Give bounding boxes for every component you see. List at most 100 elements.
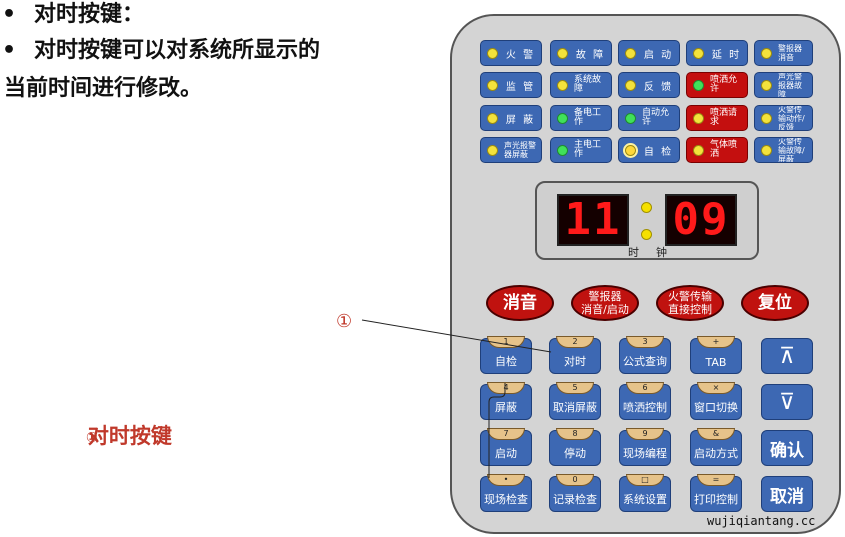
clock-minutes: 09 <box>665 194 737 246</box>
lamp-icon <box>693 47 704 59</box>
key-self-check[interactable]: 1 自检 <box>480 336 532 374</box>
down-arrow-icon: ⊽ <box>778 389 796 415</box>
indicator-transmit-fault: 火警传输故障/屏蔽 <box>754 137 813 163</box>
indicator-label: 启 动 <box>643 49 674 61</box>
indicator-label: 主电工作 <box>574 140 602 159</box>
watermark: wujiqiantang.cc <box>707 514 816 528</box>
down-arrow-button[interactable]: ⊽ <box>761 384 813 420</box>
up-arrow-icon: ⊼ <box>778 343 796 369</box>
bullet-description: 对时按键可以对系统所显示的 <box>34 38 321 63</box>
indicator-label: 警报器消音 <box>778 44 802 62</box>
key-number: 7 <box>487 428 525 440</box>
annotation-number: ① <box>336 311 353 332</box>
lamp-icon <box>625 47 636 59</box>
bullet-marker: • <box>2 38 17 63</box>
clock-colon-dot-bottom <box>641 229 652 240</box>
key-label: 自检 <box>495 355 517 368</box>
lamp-icon <box>557 144 568 156</box>
indicator-sounder-disable: 声光报警器屏蔽 <box>480 137 542 163</box>
key-number: 0 <box>556 474 594 486</box>
indicator-backup-power: 备电工作 <box>550 105 612 131</box>
lamp-icon <box>625 79 636 91</box>
key-number: 6 <box>626 382 664 394</box>
bullet-line-2: • 对时按键可以对系统所显示的 <box>0 36 320 66</box>
lamp-icon <box>761 47 772 59</box>
indicator-transmit-action: 火警传输动作/反馈 <box>754 105 813 131</box>
confirm-button[interactable]: 确认 <box>761 430 813 466</box>
key-label: 启动 <box>495 447 517 460</box>
indicator-feedback: 反 馈 <box>618 72 680 98</box>
key-tab[interactable]: +TAB <box>690 336 742 374</box>
key-record-check[interactable]: 0 记录检查 <box>549 474 601 512</box>
indicator-label: 声光报警器屏蔽 <box>504 141 536 159</box>
indicator-label: 火警传输故障/屏蔽 <box>778 137 805 163</box>
indicator-start: 启 动 <box>618 40 680 66</box>
key-label: 公式查询 <box>623 355 667 368</box>
indicator-delay: 延 时 <box>686 40 748 66</box>
key-label: 停动 <box>564 447 586 460</box>
key-label: 记录检查 <box>553 493 597 506</box>
bullet-title: 对时按键： <box>34 2 145 27</box>
key-start[interactable]: 7 启动 <box>480 428 532 466</box>
annotation-label-text: 对时按键 <box>87 424 172 448</box>
clock-label-hour: 时 <box>628 246 639 259</box>
bullet-continuation: 当前时间进行修改。 <box>4 76 203 101</box>
indicator-label: 气体喷洒 <box>710 140 738 159</box>
clock-label-minute: 钟 <box>656 246 667 259</box>
clock-hours: 11 <box>557 194 629 246</box>
lamp-icon <box>487 144 498 156</box>
key-number: 1 <box>487 336 525 348</box>
key-number: 5 <box>556 382 594 394</box>
key-label: 对时 <box>564 355 586 368</box>
key-number: 9 <box>626 428 664 440</box>
indicator-fire-alarm: 火 警 <box>480 40 542 66</box>
key-system-settings[interactable]: □系统设置 <box>619 474 671 512</box>
key-field-check[interactable]: •现场检查 <box>480 474 532 512</box>
key-start-mode[interactable]: &启动方式 <box>690 428 742 466</box>
key-number: 3 <box>626 336 664 348</box>
fire-transmit-control-button[interactable]: 火警传输 直接控制 <box>656 285 724 321</box>
indicator-gas-spray: 气体喷洒 <box>686 137 748 163</box>
indicator-label: 喷洒允许 <box>710 75 738 94</box>
indicator-label: 监 管 <box>505 81 536 93</box>
indicator-label: 喷洒请求 <box>710 108 738 127</box>
lamp-icon <box>487 47 498 59</box>
indicator-label: 自 检 <box>643 146 674 158</box>
indicator-sounder-fault: 声光警报器故障 <box>754 72 813 98</box>
indicator-auto-allowed: 自动允许 <box>618 105 680 131</box>
key-label: TAB <box>705 356 727 369</box>
lamp-icon <box>557 47 568 59</box>
indicator-alarm-silence: 警报器消音 <box>754 40 813 66</box>
indicator-label: 反 馈 <box>643 81 674 93</box>
indicator-label: 声光警报器故障 <box>778 72 802 98</box>
reset-button[interactable]: 复位 <box>741 285 809 321</box>
key-number: 4 <box>487 382 525 394</box>
lamp-icon <box>487 112 498 124</box>
lamp-icon <box>693 79 704 91</box>
alarm-silence-start-button[interactable]: 警报器 消音/启动 <box>571 285 639 321</box>
lamp-icon <box>625 112 636 124</box>
sun-lamp-icon <box>625 144 636 156</box>
indicator-spray-allowed: 喷洒允许 <box>686 72 748 98</box>
cancel-button[interactable]: 取消 <box>761 476 813 512</box>
indicator-label: 火警传输动作/反馈 <box>778 105 805 131</box>
lamp-icon <box>693 112 704 124</box>
key-print-control[interactable]: =打印控制 <box>690 474 742 512</box>
indicator-label: 自动允许 <box>642 108 670 127</box>
lamp-icon <box>487 79 498 91</box>
indicator-label: 屏 蔽 <box>505 114 536 126</box>
indicator-disable: 屏 蔽 <box>480 105 542 131</box>
annotation-label-prefix: ① <box>86 430 98 446</box>
up-arrow-button[interactable]: ⊼ <box>761 338 813 374</box>
silence-button[interactable]: 消音 <box>486 285 554 321</box>
key-window-switch[interactable]: ×窗口切换 <box>690 382 742 420</box>
key-formula-query[interactable]: 3 公式查询 <box>619 336 671 374</box>
key-field-programming[interactable]: 9 现场编程 <box>619 428 671 466</box>
annotation-label: ①对时按键 <box>86 420 172 450</box>
key-label: 现场编程 <box>623 447 667 460</box>
